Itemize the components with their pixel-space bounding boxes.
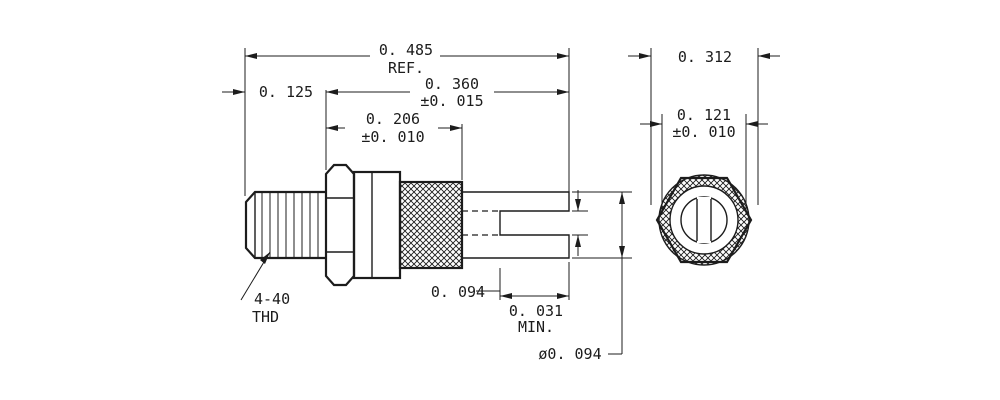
dim-thread-value: 0. 125 — [259, 83, 313, 101]
dim-body-tolerance: ±0. 015 — [420, 92, 483, 110]
dim-overall-value: 0. 485 — [379, 41, 433, 59]
dim-slot-depth: 0. 031 MIN. — [500, 293, 569, 336]
dim-overall-note: REF. — [388, 59, 424, 77]
dim-body-value: 0. 360 — [425, 75, 479, 93]
thread-callout-line1: 4-40 — [254, 290, 290, 308]
dim-bore-tolerance: ±0. 010 — [672, 123, 735, 141]
dim-knurl-value: 0. 206 — [366, 110, 420, 128]
dim-slot-depth-value: 0. 031 — [509, 302, 563, 320]
knurled-section — [398, 180, 464, 270]
thread-callout-line2: THD — [252, 308, 279, 326]
dim-slot-width-value: 0. 094 — [431, 283, 485, 301]
dim-hex-value: 0. 312 — [678, 48, 732, 66]
threaded-tip — [244, 190, 327, 260]
hex-outline — [655, 176, 753, 264]
dim-hex-width: 0. 312 — [628, 48, 780, 66]
body-cylinder — [352, 170, 402, 280]
dim-bore-value: 0. 121 — [677, 106, 731, 124]
side-view — [244, 163, 570, 287]
dim-tip-value: ø0. 094 — [538, 345, 601, 363]
hex-nut — [324, 163, 356, 287]
dim-slot-depth-note: MIN. — [518, 318, 554, 336]
slotted-pin — [462, 191, 570, 259]
dim-body-length: 0. 360 ±0. 015 — [326, 75, 569, 110]
end-view — [655, 174, 753, 266]
dim-thread-length: 0. 125 — [222, 83, 313, 101]
thread-callout: 4-40 THD — [240, 251, 290, 326]
dim-tip-diameter: ø0. 094 — [538, 192, 625, 363]
dim-knurl-tolerance: ±0. 010 — [361, 128, 424, 146]
dim-knurl-length: 0. 206 ±0. 010 — [326, 110, 462, 146]
dim-bore-diameter: 0. 121 ±0. 010 — [640, 106, 768, 141]
dim-overall-length: 0. 485 REF. — [245, 41, 569, 77]
dim-slot-width: 0. 094 — [431, 190, 581, 301]
